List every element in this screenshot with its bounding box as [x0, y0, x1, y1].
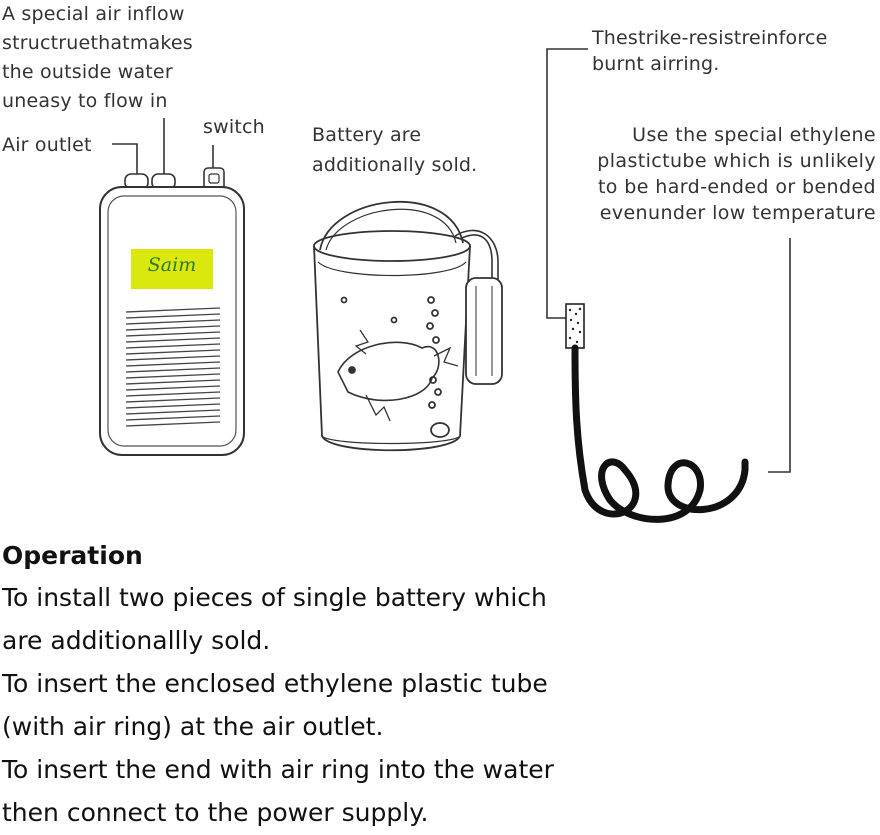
switch-label: switch [203, 116, 265, 138]
air-pump [99, 167, 245, 456]
tube-line-4: evenunder low temperature [599, 202, 876, 224]
tube-line-2: plastictube which is unlikely [597, 150, 876, 172]
air-outlet-leader [112, 143, 138, 180]
product-diagram [99, 48, 791, 523]
battery-label: Battery are additionally sold. [312, 120, 477, 180]
air-ring-icon [565, 303, 585, 349]
strike-line-2: burnt airring. [592, 53, 720, 75]
brand-logo [131, 249, 213, 289]
tube-line-1: Use the special ethylene [632, 124, 876, 146]
battery-line-2: additionally sold. [312, 154, 478, 176]
air-inflow-line-4: uneasy to flow in [2, 90, 168, 112]
air-inflow-line-2: structruethatmakes [2, 32, 193, 54]
air-inflow-label: A special air inflow structruethatmakes … [2, 0, 193, 116]
tube-leader [768, 238, 791, 473]
operation-line-6: then connect to the power supply. [2, 798, 429, 827]
air-inflow-line-3: the outside water [2, 61, 173, 83]
air-ring-leader [546, 48, 588, 319]
tube-with-air-ring [565, 303, 749, 523]
tube-label: Use the special ethylene plastictube whi… [597, 122, 876, 226]
bucket-illustration [313, 201, 503, 452]
air-inflow-line-1: A special air inflow [2, 3, 185, 25]
operation-line-3: To insert the enclosed ethylene plastic … [2, 669, 548, 698]
operation-heading: Operation [2, 541, 143, 570]
strike-line-1: Thestrike-resistreinforce [592, 27, 828, 49]
operation-line-5: To insert the end with air ring into the… [2, 755, 554, 784]
battery-line-1: Battery are [312, 124, 422, 146]
strike-resist-label: Thestrike-resistreinforce burnt airring. [592, 25, 828, 77]
tube-line-3: to be hard-ended or bended [597, 176, 876, 198]
air-outlet-label: Air outlet [2, 134, 92, 156]
operation-section: Operation To install two pieces of singl… [2, 536, 722, 834]
operation-line-4: (with air ring) at the air outlet. [2, 712, 384, 741]
vent-grille [125, 307, 221, 427]
operation-line-1: To install two pieces of single battery … [2, 583, 547, 612]
brand-logo-text: Saim [147, 254, 197, 276]
operation-line-2: are additionallly sold. [2, 626, 271, 655]
